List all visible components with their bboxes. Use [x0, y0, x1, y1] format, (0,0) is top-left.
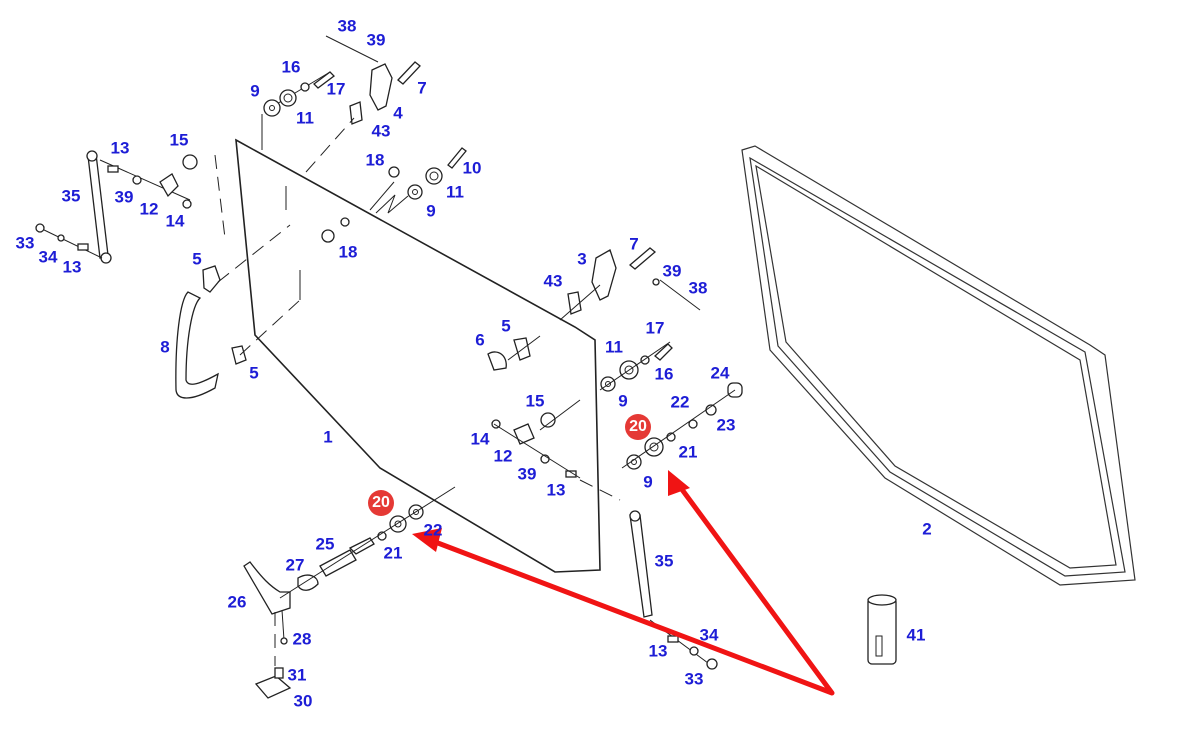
door-seal-frame [741, 145, 1136, 586]
callout-11: 11 [605, 337, 623, 357]
callout-15: 15 [169, 130, 189, 150]
callout-16: 16 [281, 57, 301, 77]
callout-31: 31 [287, 665, 307, 685]
callout-24: 24 [710, 363, 730, 383]
callout-39: 39 [662, 261, 682, 281]
callout-33: 33 [684, 669, 704, 689]
right-latch-pieces [491, 399, 621, 501]
callout-11: 11 [296, 108, 314, 128]
callout-30: 30 [293, 691, 313, 711]
right-hinge-assembly [487, 247, 701, 371]
callout-43: 43 [371, 121, 391, 141]
callout-9: 9 [426, 201, 436, 221]
callout-18: 18 [365, 150, 385, 170]
glass-fasteners-top [321, 147, 467, 243]
highlight-marker-20[interactable]: 20 [368, 490, 394, 516]
callout-11: 11 [446, 182, 464, 202]
indicator-arrows [412, 470, 835, 696]
callout-8: 8 [160, 337, 170, 357]
glass-panel [235, 138, 601, 573]
callout-7: 7 [417, 78, 427, 98]
callout-3: 3 [577, 249, 587, 269]
highlight-marker-20[interactable]: 20 [625, 414, 651, 440]
upper-hinge-assembly [261, 35, 421, 173]
callout-1: 1 [323, 427, 333, 447]
callout-13: 13 [110, 138, 130, 158]
callout-5: 5 [192, 249, 202, 269]
callout-17: 17 [326, 79, 346, 99]
right-pivot-stack [599, 341, 743, 470]
callout-5: 5 [249, 363, 259, 383]
callout-9: 9 [618, 391, 628, 411]
callout-18: 18 [338, 242, 358, 262]
callout-41: 41 [906, 625, 926, 645]
callout-9: 9 [250, 81, 260, 101]
callout-14: 14 [470, 429, 490, 449]
callout-34: 34 [38, 247, 58, 267]
callout-13: 13 [648, 641, 668, 661]
callout-26: 26 [227, 592, 247, 612]
callout-10: 10 [462, 158, 482, 178]
callout-25: 25 [315, 534, 335, 554]
callout-13: 13 [62, 257, 82, 277]
callout-27: 27 [285, 555, 305, 575]
callout-21: 21 [678, 442, 698, 462]
callout-17: 17 [645, 318, 665, 338]
left-grab-handle [175, 186, 301, 399]
lower-handle-assembly [243, 486, 456, 699]
callout-34: 34 [699, 625, 719, 645]
callout-15: 15 [525, 391, 545, 411]
arrow-line [427, 477, 835, 696]
callout-39: 39 [366, 30, 386, 50]
callout-2: 2 [922, 519, 932, 539]
left-gas-strut [35, 150, 226, 264]
callout-14: 14 [165, 211, 185, 231]
arrowhead-right [668, 470, 690, 496]
callout-9: 9 [643, 472, 653, 492]
callout-39: 39 [114, 187, 134, 207]
callout-12: 12 [493, 446, 513, 466]
callout-43: 43 [543, 271, 563, 291]
callout-38: 38 [337, 16, 357, 36]
callout-39: 39 [517, 464, 537, 484]
callout-5: 5 [501, 316, 511, 336]
callout-16: 16 [654, 364, 674, 384]
callout-4: 4 [393, 103, 403, 123]
part-41-cylinder [867, 594, 897, 665]
callout-7: 7 [629, 234, 639, 254]
callout-38: 38 [688, 278, 708, 298]
callout-35: 35 [61, 186, 81, 206]
callout-33: 33 [15, 233, 35, 253]
arrowhead-left [412, 528, 442, 552]
callout-23: 23 [716, 415, 736, 435]
callout-35: 35 [654, 551, 674, 571]
callout-28: 28 [292, 629, 312, 649]
callout-12: 12 [139, 199, 159, 219]
callout-21: 21 [383, 543, 403, 563]
callout-6: 6 [475, 330, 485, 350]
callout-22: 22 [670, 392, 690, 412]
callout-13: 13 [546, 480, 566, 500]
callout-22: 22 [423, 520, 443, 540]
